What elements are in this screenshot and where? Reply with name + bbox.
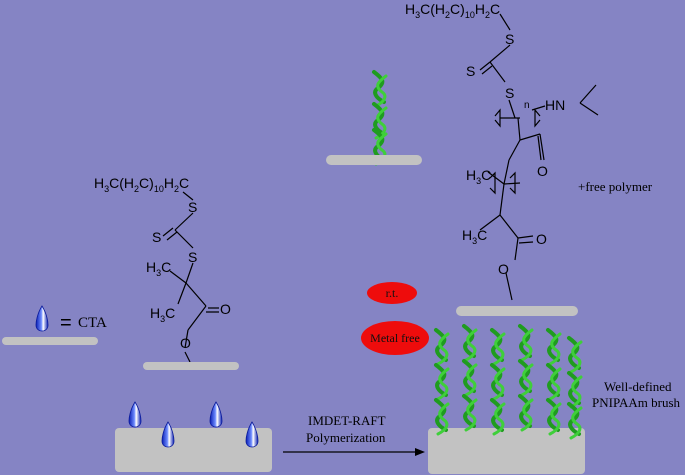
equals-sign: = (60, 312, 72, 334)
cta-alkyl-chain: H3C(H2C)10H2C (94, 175, 190, 194)
brush-top-substrate (456, 306, 578, 316)
cta-drop-icon (161, 421, 175, 448)
brush-chain-icon (434, 324, 583, 440)
polymer-thio-s-bottom: S (505, 85, 515, 101)
polymer-molecule-bonds (479, 13, 599, 301)
cta-thio-s-bottom: S (188, 249, 198, 265)
cta-drop-icon (209, 401, 223, 428)
helix-substrate (326, 155, 422, 165)
cta-drop-icon (35, 305, 49, 332)
polymer-repeat-subscript: n (524, 100, 530, 111)
product-label-line1: Well-defined (604, 379, 672, 394)
cta-thione-s: S (152, 229, 162, 245)
reaction-arrow (283, 448, 425, 456)
arrow-label-line2: Polymerization (306, 430, 386, 445)
cta-ester-o: O (180, 335, 191, 351)
polymer-thione-s: S (466, 63, 476, 79)
cta-label: CTA (78, 315, 107, 331)
cta-methyl-lower: H3C (150, 305, 176, 324)
polymer-amide-nh: HN (545, 97, 566, 113)
cta-drop-icon (245, 421, 259, 448)
polymer-alkyl-chain: H3C(H2C)10H2C (405, 1, 501, 20)
polymer-chain-icon (372, 70, 388, 166)
polymer-ester-o: O (498, 261, 509, 277)
product-label-line2: PNIPAAm brush (592, 395, 681, 410)
cta-molecule-bonds (162, 191, 219, 363)
free-polymer-label: +free polymer (578, 179, 653, 194)
cta-drop-icon (128, 401, 142, 428)
temperature-badge: r.t. (367, 282, 417, 304)
cta-carbonyl-o: O (220, 301, 231, 317)
polymer-methyl-left: H3C (466, 167, 492, 186)
legend-substrate (2, 337, 98, 345)
cta-thio-s-top: S (188, 199, 198, 215)
cta-methyl-left: H3C (146, 259, 172, 278)
cta-substrate (143, 362, 239, 370)
polymer-carbonyl-o: O (536, 231, 547, 247)
polymer-methyl-lower: H3C (462, 227, 488, 246)
catalyst-badge: Metal free (361, 321, 429, 355)
arrow-label-line1: IMDET-RAFT (308, 413, 386, 428)
polymer-thio-s-top: S (505, 31, 515, 47)
cta-coated-substrate (115, 428, 272, 472)
polymer-amide-o: O (537, 163, 548, 179)
brush-substrate (428, 428, 585, 474)
